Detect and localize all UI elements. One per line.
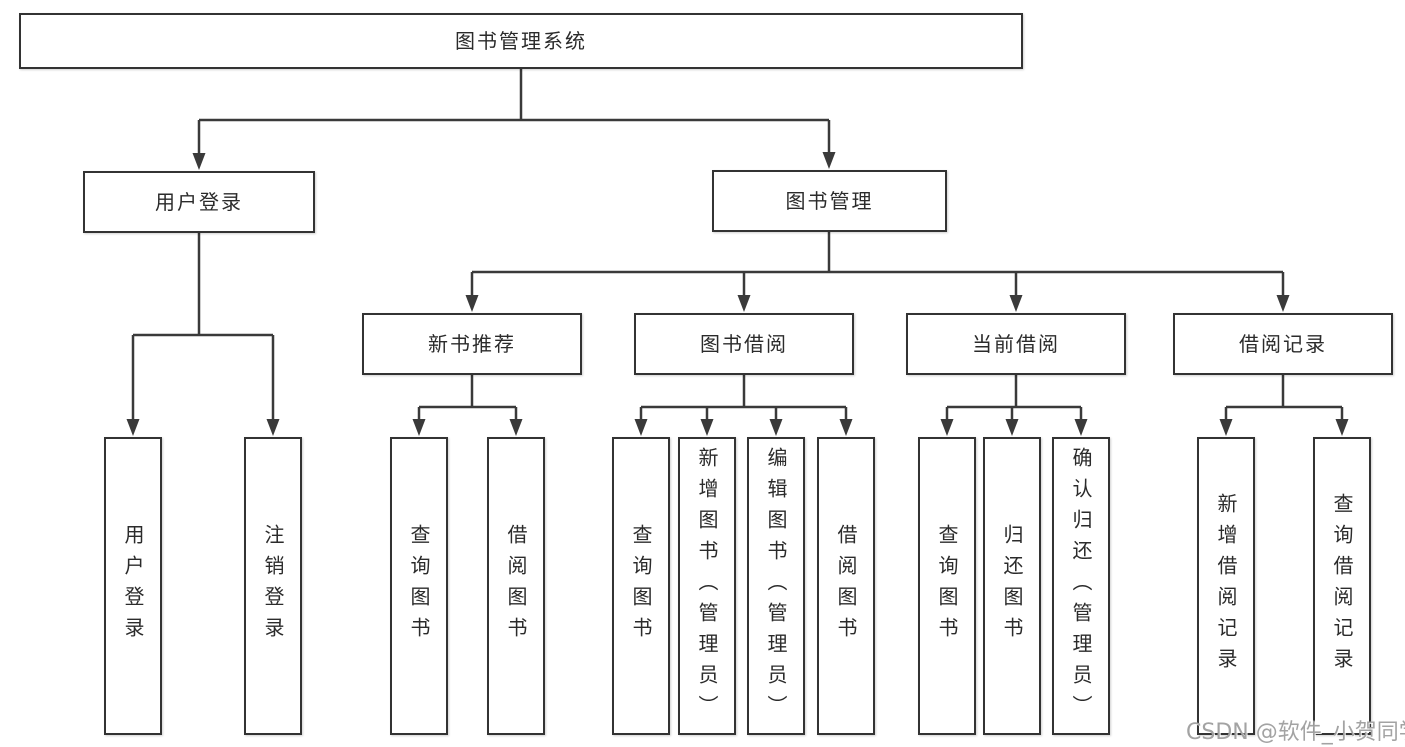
connector-new-book-recommend-children [417, 375, 518, 420]
leaf-add-books-admin: 新增图书（管理员） [678, 437, 736, 735]
connector-current-borrow-children [945, 375, 1083, 420]
node-current-borrow-label: 当前借阅 [972, 332, 1060, 356]
leaf-logout-label: 注销登录 [261, 524, 285, 648]
leaf-edit-books-admin-label: 编辑图书（管理员） [764, 446, 788, 726]
node-user-login: 用户登录 [83, 171, 315, 233]
leaf-borrow-query-books: 查询图书 [612, 437, 670, 735]
connector-root-to-level2 [197, 69, 831, 154]
leaf-recommend-query-books: 查询图书 [390, 437, 448, 735]
connector-borrow-records-children [1224, 375, 1344, 420]
leaf-confirm-return-admin-label: 确认归还（管理员） [1069, 446, 1093, 726]
arrowheads-borrow-records-children [1219, 419, 1349, 436]
watermark-text: CSDN @软件_小贺同学 [1186, 720, 1405, 745]
leaf-current-query-books-label: 查询图书 [935, 524, 959, 648]
leaf-borrow-query-books-label: 查询图书 [629, 524, 653, 648]
leaf-current-query-books: 查询图书 [918, 437, 976, 735]
arrowheads-user-login-children [126, 419, 280, 436]
leaf-return-books-label: 归还图书 [1000, 524, 1024, 648]
node-borrow-records: 借阅记录 [1173, 313, 1393, 375]
leaf-recommend-query-books-label: 查询图书 [407, 524, 431, 648]
node-new-book-recommend-label: 新书推荐 [428, 332, 516, 356]
leaf-recommend-borrow-books: 借阅图书 [487, 437, 545, 735]
leaf-user-login: 用户登录 [104, 437, 162, 735]
leaf-user-login-label: 用户登录 [121, 524, 145, 648]
node-new-book-recommend: 新书推荐 [362, 313, 582, 375]
leaf-logout: 注销登录 [244, 437, 302, 735]
node-root-label: 图书管理系统 [455, 29, 587, 53]
node-current-borrow: 当前借阅 [906, 313, 1126, 375]
leaf-add-books-admin-label: 新增图书（管理员） [695, 446, 719, 726]
arrowheads-new-book-recommend-children [412, 419, 523, 436]
leaf-confirm-return-admin: 确认归还（管理员） [1052, 437, 1110, 735]
node-book-management-label: 图书管理 [785, 189, 874, 213]
connector-user-login-children [131, 233, 275, 420]
leaf-add-borrow-record: 新增借阅记录 [1197, 437, 1255, 735]
arrowheads-current-borrow-children [940, 419, 1088, 436]
leaf-borrow-books-label: 借阅图书 [834, 524, 858, 648]
leaf-query-borrow-record: 查询借阅记录 [1313, 437, 1371, 735]
node-user-login-label: 用户登录 [155, 190, 243, 214]
arrowheads-book-borrow-children [634, 419, 853, 436]
leaf-recommend-borrow-books-label: 借阅图书 [504, 524, 528, 648]
leaf-borrow-books: 借阅图书 [817, 437, 875, 735]
connector-book-management-to-level3 [470, 232, 1285, 296]
arrowheads-book-management-to-level3 [465, 295, 1290, 312]
connector-book-borrow-children [639, 375, 848, 420]
arrowheads-root-to-level2 [192, 152, 836, 170]
node-book-borrow: 图书借阅 [634, 313, 854, 375]
node-book-borrow-label: 图书借阅 [700, 332, 788, 356]
leaf-return-books: 归还图书 [983, 437, 1041, 735]
node-book-management: 图书管理 [712, 170, 947, 232]
leaf-edit-books-admin: 编辑图书（管理员） [747, 437, 805, 735]
node-borrow-records-label: 借阅记录 [1239, 332, 1327, 356]
node-root: 图书管理系统 [19, 13, 1023, 69]
leaf-query-borrow-record-label: 查询借阅记录 [1330, 493, 1354, 679]
leaf-add-borrow-record-label: 新增借阅记录 [1214, 493, 1238, 679]
